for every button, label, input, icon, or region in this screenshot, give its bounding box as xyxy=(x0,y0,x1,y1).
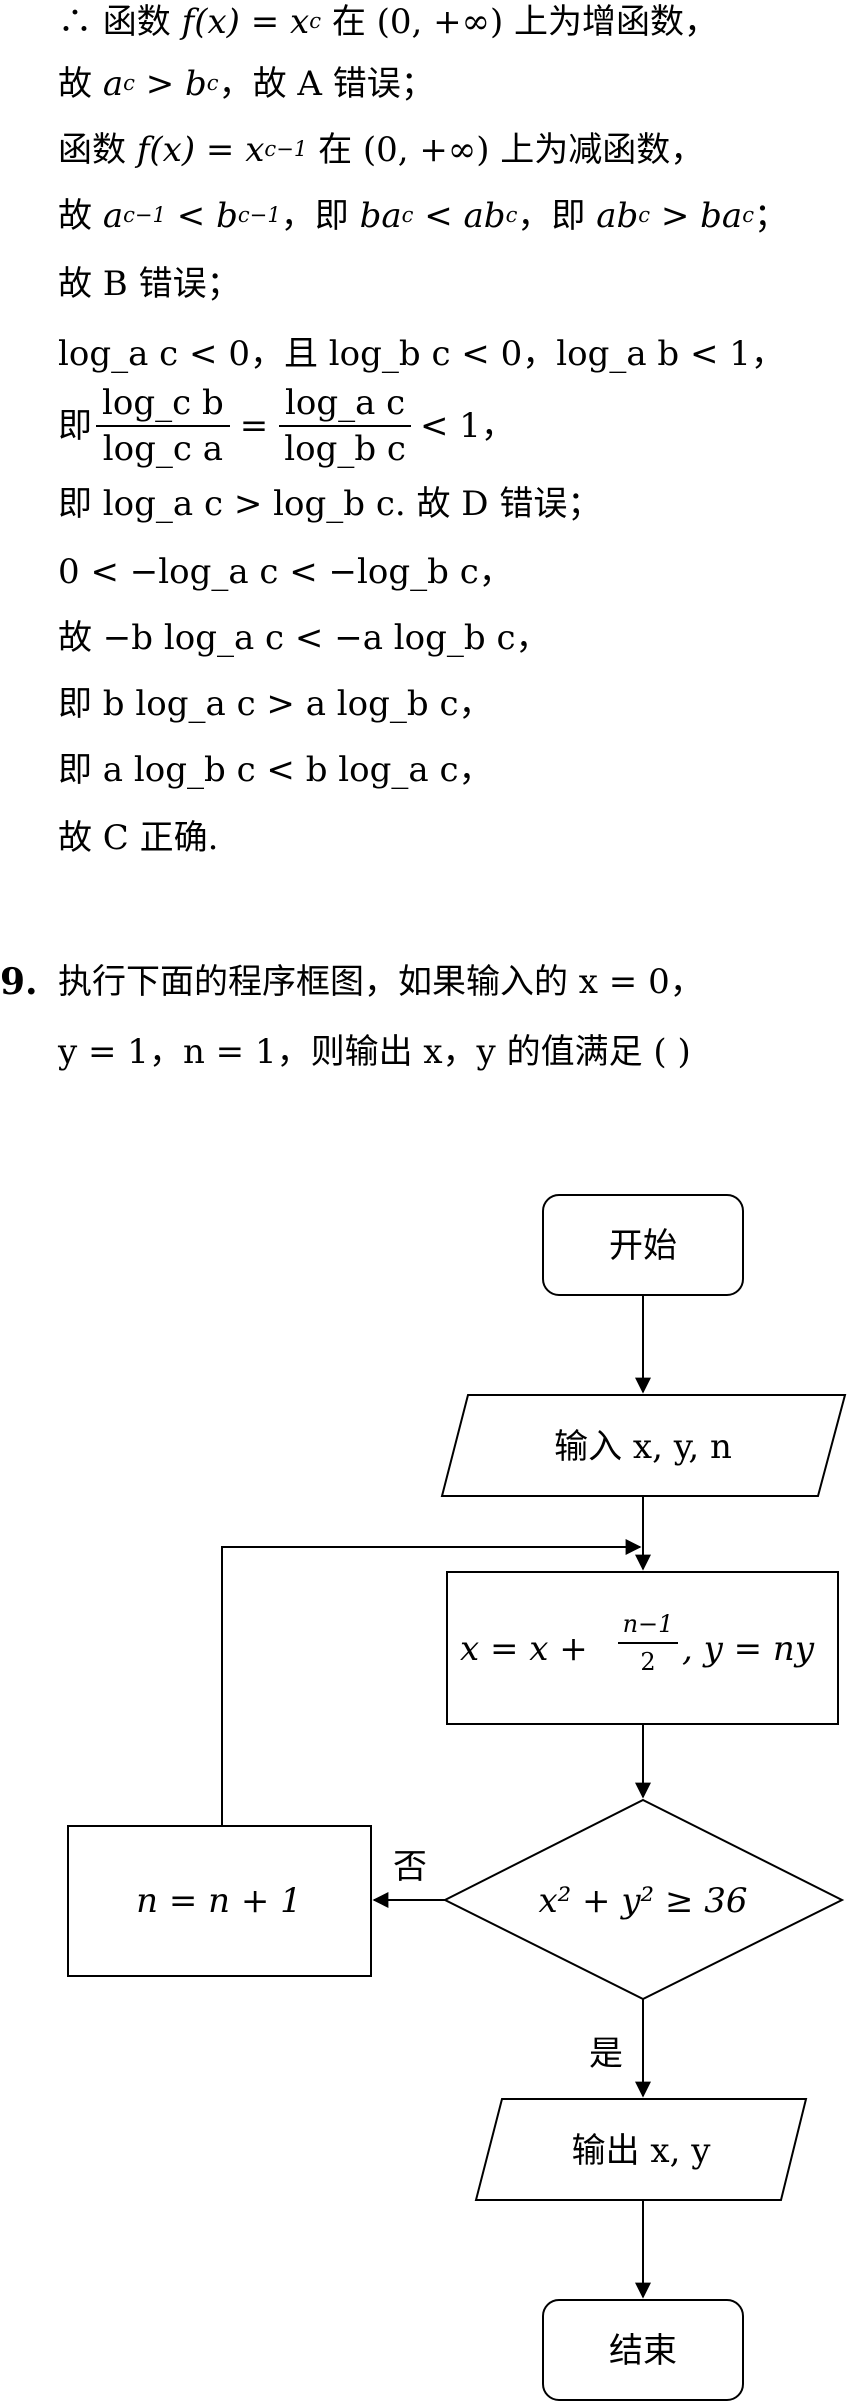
solution-line-13: 故 C 正确. xyxy=(58,818,219,858)
start-label: 开始 xyxy=(609,1226,677,1266)
solution-line-4: 故 ac−1 < bc−1，即 bac < abc，即 abc > bac； xyxy=(58,196,788,236)
decision-label: x² + y² ≥ 36 xyxy=(538,1881,747,1921)
end-node xyxy=(542,2299,744,2401)
fraction-1: log_c b log_c a xyxy=(96,383,230,469)
solution-line-6: log_a c < 0，且 log_b c < 0，log_a b < 1， xyxy=(58,334,785,374)
increment-node xyxy=(67,1825,372,1977)
solution-line-9: 0 < −log_a c < −log_b c， xyxy=(58,552,513,592)
solution-line-3: 函数 f(x) = xc−1 在 (0, +∞) 上为减函数， xyxy=(58,130,705,170)
increment-label: n = n + 1 xyxy=(136,1881,302,1921)
input-label: 输入 x, y, n xyxy=(554,1427,732,1467)
fraction-2: log_a c log_b c xyxy=(278,383,412,469)
solution-line-5: 故 B 错误； xyxy=(58,264,241,304)
question-line-1: 执行下面的程序框图，如果输入的 x = 0， xyxy=(58,962,704,1002)
yes-label: 是 xyxy=(589,2034,623,2074)
process-right: , y = ny xyxy=(682,1629,815,1669)
process-frac-num: n−1 xyxy=(623,1610,674,1638)
arrow-loop-back xyxy=(221,1539,642,1826)
process-left: x = x + xyxy=(460,1629,588,1669)
no-label: 否 xyxy=(393,1847,427,1887)
solution-line-11: 即 b log_a c > a log_b c， xyxy=(58,684,493,724)
question-number: 9. xyxy=(0,961,38,1003)
solution-line-1: ∴ 函数 f(x) = xc 在 (0, +∞) 上为增函数， xyxy=(58,2,719,42)
input-node xyxy=(440,1394,847,1497)
solution-line-2: 故 ac > bc，故 A 错误； xyxy=(58,64,435,104)
process-frac-den: 2 xyxy=(640,1648,655,1676)
solution-line-12: 即 a log_b c < b log_a c， xyxy=(58,750,493,790)
solution-line-7: 即 log_c b log_c a = log_a c log_b c < 1， xyxy=(58,383,515,469)
end-label: 结束 xyxy=(609,2331,677,2371)
solution-line-10: 故 −b log_a c < −a log_b c， xyxy=(58,618,550,658)
question-line-2: y = 1，n = 1，则输出 x，y 的值满足 ( ) xyxy=(58,1032,691,1072)
solution-line-8: 即 log_a c > log_b c. 故 D 错误； xyxy=(58,484,602,524)
output-label: 输出 x, y xyxy=(572,2131,712,2171)
output-node xyxy=(474,2098,808,2201)
